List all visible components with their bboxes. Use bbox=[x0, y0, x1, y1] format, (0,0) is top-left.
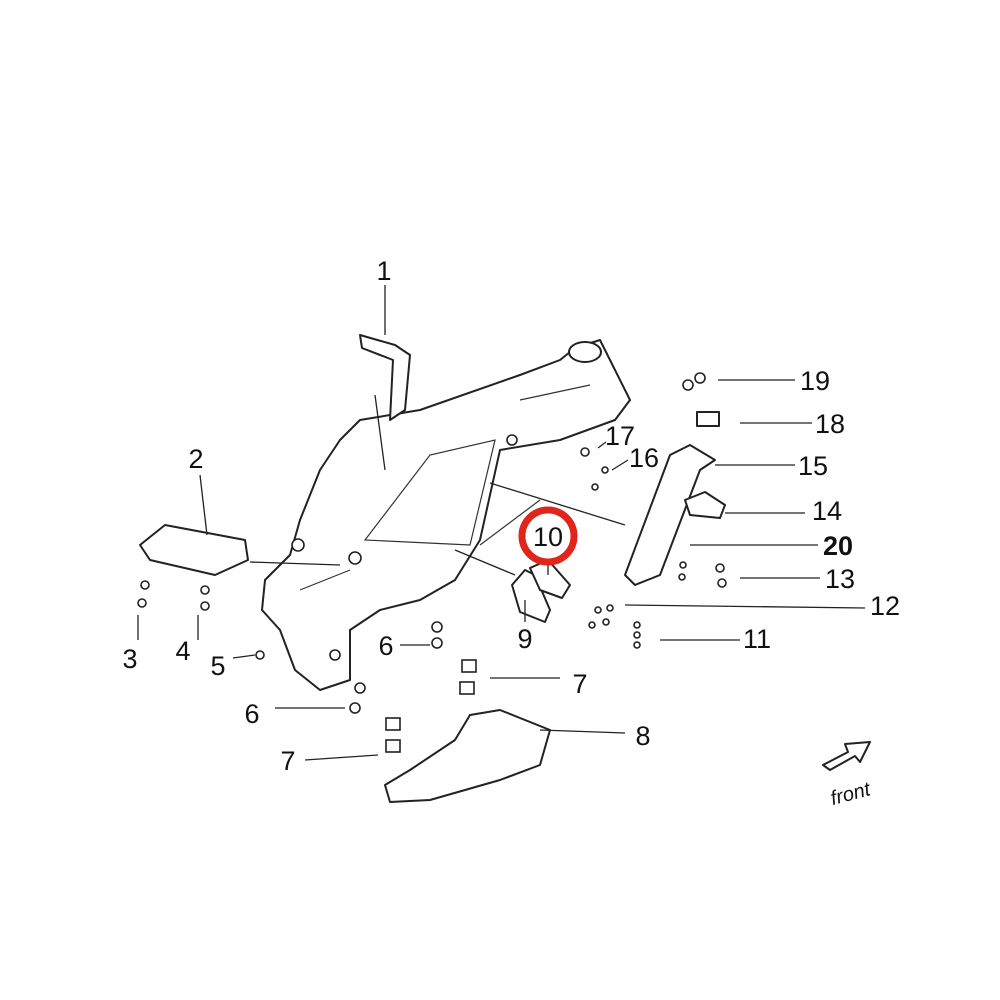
label-14: 14 bbox=[812, 496, 842, 526]
label-9: 9 bbox=[517, 624, 532, 654]
label-11: 11 bbox=[743, 624, 771, 654]
label-13: 13 bbox=[825, 564, 855, 594]
part-14-block bbox=[684, 491, 726, 519]
label-12: 12 bbox=[870, 591, 900, 621]
part-2-plate bbox=[139, 524, 249, 576]
front-indicator: front bbox=[822, 741, 874, 810]
label-19: 19 bbox=[800, 366, 830, 396]
label-5: 5 bbox=[210, 651, 225, 681]
front-label: front bbox=[828, 778, 874, 810]
label-1: 1 bbox=[376, 256, 391, 286]
main-frame bbox=[261, 339, 631, 691]
label-7: 7 bbox=[572, 669, 587, 699]
part-8-skid-plate bbox=[384, 709, 551, 803]
label-8: 8 bbox=[635, 721, 650, 751]
label-20: 20 bbox=[823, 531, 853, 561]
label-6: 6 bbox=[244, 699, 259, 729]
hardware-nuts bbox=[137, 372, 727, 753]
label-2: 2 bbox=[188, 444, 203, 474]
label-7: 7 bbox=[280, 746, 295, 776]
part-9-bracket bbox=[511, 569, 551, 623]
label-4: 4 bbox=[175, 636, 190, 666]
leader-lines bbox=[137, 285, 866, 761]
highlight-circle bbox=[518, 506, 578, 566]
part-15-rail bbox=[624, 444, 716, 586]
label-17: 17 bbox=[605, 421, 635, 451]
label-6: 6 bbox=[378, 631, 393, 661]
front-arrow-icon bbox=[822, 741, 871, 771]
label-15: 15 bbox=[798, 451, 828, 481]
label-3: 3 bbox=[122, 644, 137, 674]
label-10: 10 bbox=[533, 522, 563, 552]
part-1-bracket bbox=[359, 334, 411, 421]
part-18-clip bbox=[696, 411, 720, 427]
callout-labels: 1 2 3 4 5 6 6 7 7 8 9 10 11 12 13 14 15 … bbox=[122, 256, 900, 776]
label-18: 18 bbox=[815, 409, 845, 439]
label-16: 16 bbox=[629, 443, 659, 473]
